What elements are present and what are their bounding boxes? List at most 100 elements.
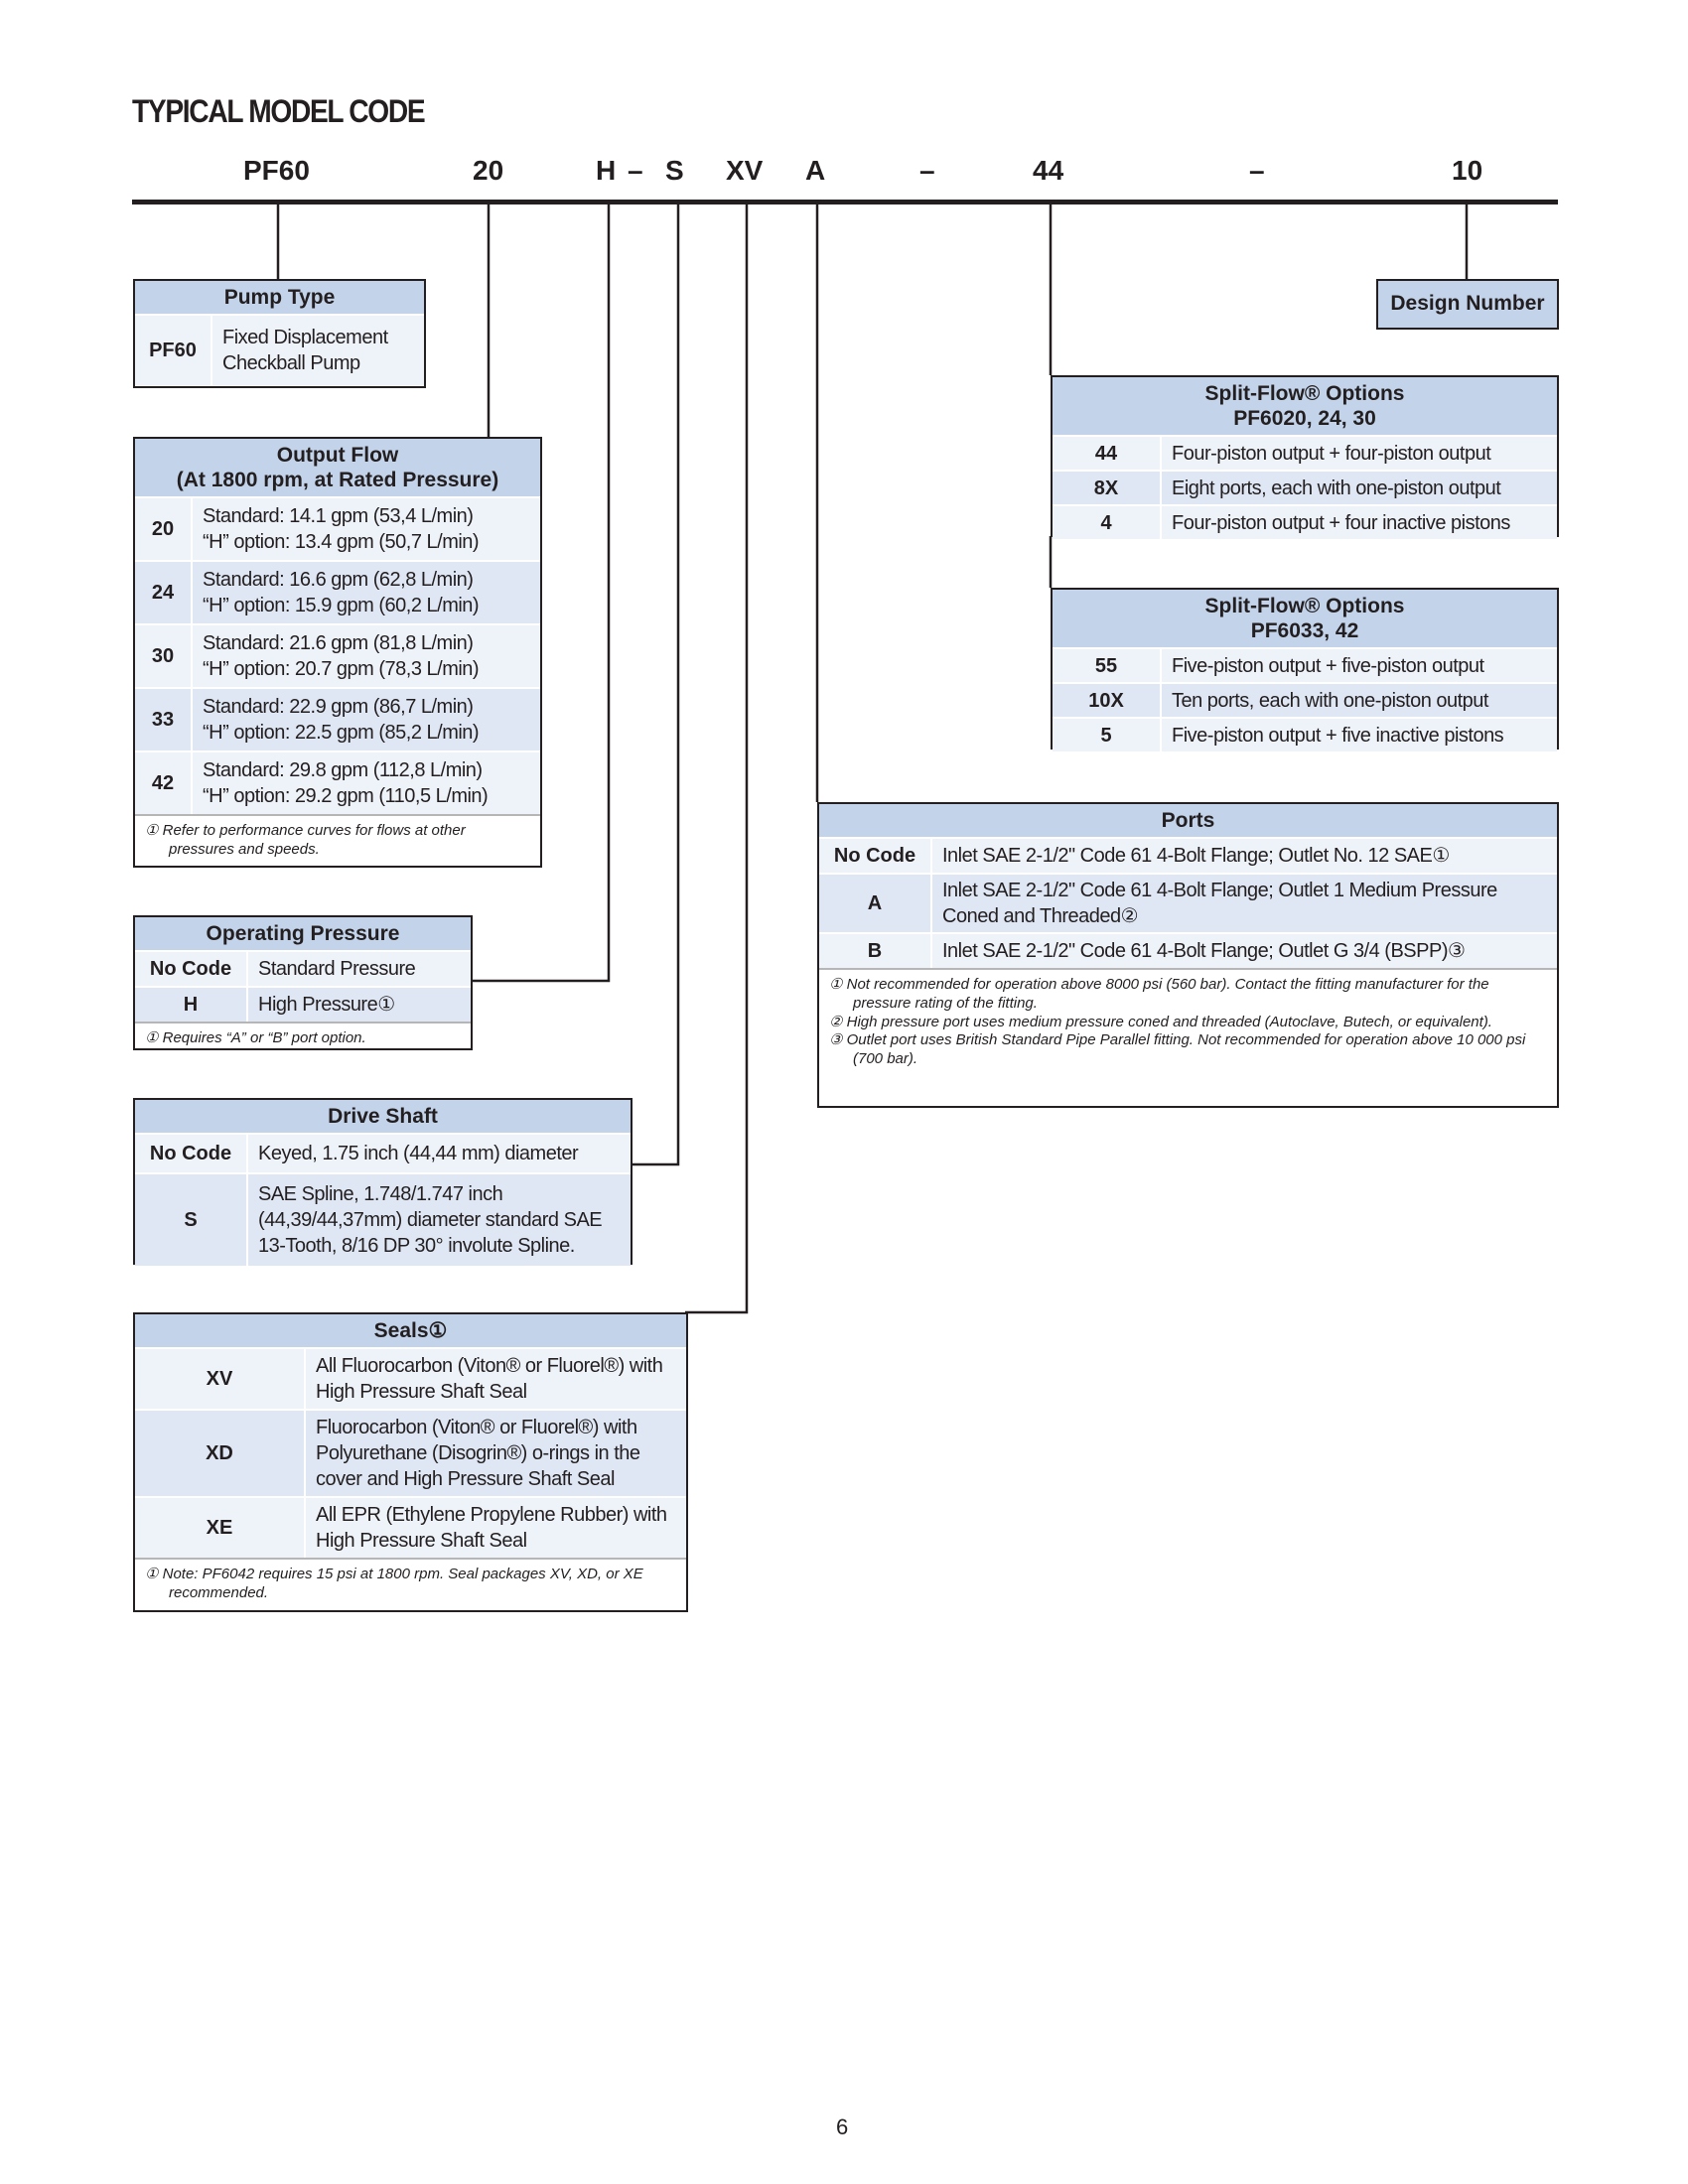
seals-table: Seals① XV All Fluorocarbon (Viton® or Fl… [133, 1312, 688, 1612]
shaft-code: S [135, 1172, 247, 1267]
drive-shaft-title: Drive Shaft [135, 1100, 631, 1136]
flow-h-option: “H” option: 15.9 gpm (60,2 L/min) [203, 595, 480, 617]
seal-code: XE [135, 1496, 305, 1559]
split-code: 10X [1053, 682, 1161, 719]
table-row: 42 Standard: 29.8 gpm (112,8 L/min) “H” o… [135, 751, 540, 815]
output-flow-note: ① Refer to performance curves for flows … [135, 814, 540, 868]
table-row: 4 Four-piston output + four inactive pis… [1053, 504, 1557, 540]
flow-h-option: “H” option: 29.2 gpm (110,5 L/min) [203, 785, 489, 808]
seal-code: XV [135, 1348, 305, 1411]
table-row: No Code Keyed, 1.75 inch (44,44 mm) diam… [135, 1134, 631, 1174]
table-row: H High Pressure① [135, 986, 471, 1023]
table-row: No Code Inlet SAE 2-1/2" Code 61 4-Bolt … [819, 838, 1557, 875]
connector-drive-shaft [632, 205, 680, 1166]
table-row: S SAE Spline, 1.748/1.747 inch (44,39/44… [135, 1172, 631, 1267]
output-flow-title: Output Flow (At 1800 rpm, at Rated Press… [135, 439, 540, 499]
shaft-desc: SAE Spline, 1.748/1.747 inch (44,39/44,3… [246, 1172, 631, 1267]
code-output-flow: 20 [473, 155, 504, 186]
split-desc: Eight ports, each with one-piston output [1160, 470, 1557, 506]
ports-title: Ports [819, 804, 1557, 840]
pressure-code: H [135, 986, 247, 1023]
split-flow-b-table: Split-Flow® Options PF6033, 42 55 Five-p… [1051, 588, 1559, 752]
flow-code: 30 [135, 623, 192, 689]
code-dash-1: – [628, 155, 643, 186]
code-split-flow: 44 [1033, 155, 1064, 186]
ports-table: Ports No Code Inlet SAE 2-1/2" Code 61 4… [817, 802, 1559, 1108]
split-flow-b-title-line1: Split-Flow® Options [1204, 595, 1405, 617]
pressure-desc: Standard Pressure [246, 951, 471, 988]
design-number-box: Design Number [1376, 279, 1559, 330]
split-flow-a-table: Split-Flow® Options PF6020, 24, 30 44 Fo… [1051, 375, 1559, 540]
drive-shaft-table: Drive Shaft No Code Keyed, 1.75 inch (44… [133, 1098, 633, 1267]
page-number: 6 [836, 2115, 849, 2139]
table-row: 44 Four-piston output + four-piston outp… [1053, 436, 1557, 472]
footnote: ① Requires “A” or “B” port option. [145, 1029, 366, 1047]
code-drive-shaft: S [665, 155, 684, 186]
seals-note: ① Note: PF6042 requires 15 psi at 1800 r… [135, 1558, 686, 1611]
flow-standard: Standard: 21.6 gpm (81,8 L/min) [203, 632, 474, 655]
table-row: 8X Eight ports, each with one-piston out… [1053, 470, 1557, 506]
port-desc: Inlet SAE 2-1/2" Code 61 4-Bolt Flange; … [930, 932, 1557, 969]
shaft-desc: Keyed, 1.75 inch (44,44 mm) diameter [246, 1134, 631, 1174]
split-code: 4 [1053, 504, 1161, 540]
table-row: 10X Ten ports, each with one-piston outp… [1053, 682, 1557, 719]
split-code: 44 [1053, 436, 1161, 472]
flow-standard: Standard: 22.9 gpm (86,7 L/min) [203, 696, 474, 719]
flow-code: 42 [135, 751, 192, 815]
split-flow-a-title-line1: Split-Flow® Options [1204, 382, 1405, 405]
table-row: 5 Five-piston output + five inactive pis… [1053, 717, 1557, 752]
pump-type-code: PF60 [135, 315, 211, 386]
code-dash-2: – [919, 155, 935, 186]
table-row: A Inlet SAE 2-1/2" Code 61 4-Bolt Flange… [819, 873, 1557, 934]
table-row: 24 Standard: 16.6 gpm (62,8 L/min)“H” op… [135, 560, 540, 625]
flow-standard: Standard: 16.6 gpm (62,8 L/min) [203, 569, 474, 592]
code-rule [132, 200, 1558, 205]
shaft-code: No Code [135, 1134, 247, 1174]
seal-desc: Fluorocarbon (Viton® or Fluorel®) with P… [304, 1409, 686, 1498]
pump-type-title: Pump Type [135, 281, 424, 317]
operating-pressure-table: Operating Pressure No Code Standard Pres… [133, 915, 473, 1050]
design-number-title: Design Number [1390, 292, 1545, 315]
pump-type-table: Pump Type PF60 Fixed Displacement Checkb… [133, 279, 426, 388]
table-row: XD Fluorocarbon (Viton® or Fluorel®) wit… [135, 1409, 686, 1498]
flow-standard: Standard: 14.1 gpm (53,4 L/min) [203, 505, 474, 528]
footnote: ① Refer to performance curves for flows … [145, 822, 466, 859]
ports-notes: ① Not recommended for operation above 80… [819, 968, 1557, 1077]
split-code: 5 [1053, 717, 1161, 752]
code-pressure: H [596, 155, 617, 186]
footnote: ② High pressure port uses medium pressur… [829, 1013, 1492, 1030]
split-flow-b-title: Split-Flow® Options PF6033, 42 [1053, 590, 1557, 650]
code-ports: A [805, 155, 826, 186]
table-row: 55 Five-piston output + five-piston outp… [1053, 648, 1557, 684]
table-row: 33 Standard: 22.9 gpm (86,7 L/min)“H” op… [135, 687, 540, 752]
port-code: A [819, 873, 931, 934]
table-row: PF60 Fixed Displacement Checkball Pump [135, 315, 424, 386]
split-desc: Five-piston output + five inactive pisto… [1160, 717, 1557, 752]
split-desc: Four-piston output + four-piston output [1160, 436, 1557, 472]
code-dash-3: – [1249, 155, 1265, 186]
code-seals: XV [726, 155, 764, 186]
split-code: 55 [1053, 648, 1161, 684]
flow-code: 33 [135, 687, 192, 752]
port-desc: Inlet SAE 2-1/2" Code 61 4-Bolt Flange; … [930, 873, 1557, 934]
table-row: 30 Standard: 21.6 gpm (81,8 L/min)“H” op… [135, 623, 540, 689]
output-flow-title-line2: (At 1800 rpm, at Rated Pressure) [176, 469, 499, 492]
table-row: XE All EPR (Ethylene Propylene Rubber) w… [135, 1496, 686, 1559]
operating-pressure-title: Operating Pressure [135, 917, 471, 953]
seals-title: Seals① [135, 1314, 686, 1350]
seal-code: XD [135, 1409, 305, 1498]
page-heading: TYPICAL MODEL CODE [132, 93, 426, 129]
seal-desc: All Fluorocarbon (Viton® or Fluorel®) wi… [304, 1348, 686, 1411]
flow-standard: Standard: 29.8 gpm (112,8 L/min) [203, 759, 483, 782]
pressure-code: No Code [135, 951, 247, 988]
split-desc: Ten ports, each with one-piston output [1160, 682, 1557, 719]
pressure-desc: High Pressure① [246, 986, 471, 1023]
output-flow-table: Output Flow (At 1800 rpm, at Rated Press… [133, 437, 542, 868]
flow-code: 20 [135, 497, 192, 562]
code-design-number: 10 [1452, 155, 1483, 186]
table-row: 20 Standard: 14.1 gpm (53,4 L/min)“H” op… [135, 497, 540, 562]
table-row: B Inlet SAE 2-1/2" Code 61 4-Bolt Flange… [819, 932, 1557, 969]
code-pump-type: PF60 [243, 155, 310, 186]
footnote: ① Note: PF6042 requires 15 psi at 1800 r… [145, 1566, 643, 1601]
seal-desc: All EPR (Ethylene Propylene Rubber) with… [304, 1496, 686, 1559]
